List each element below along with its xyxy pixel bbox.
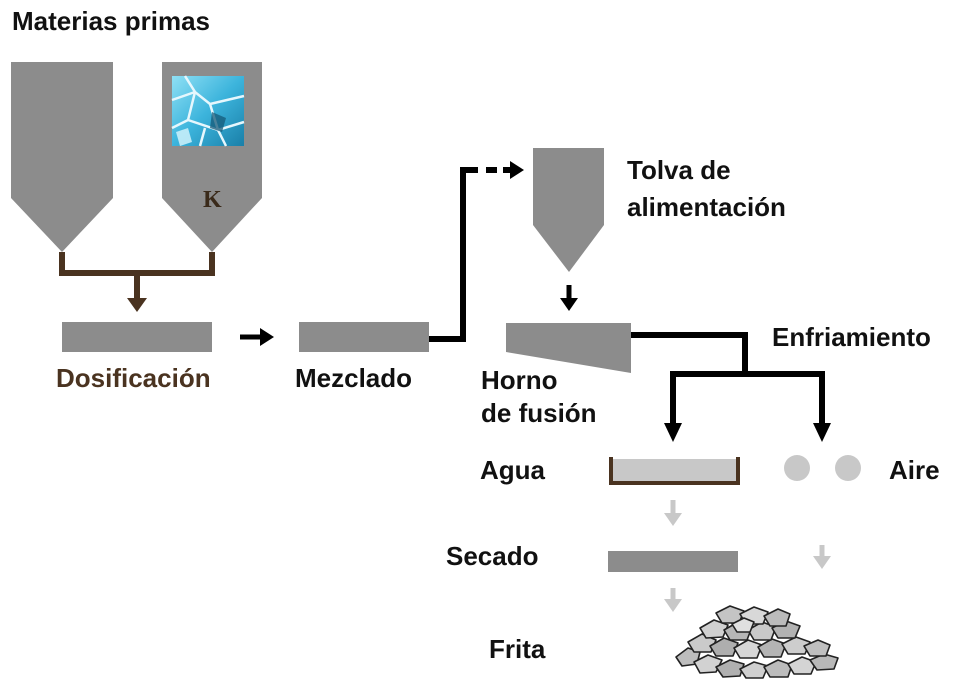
dosing-unit <box>62 322 212 352</box>
silo-left <box>11 62 113 252</box>
feed-hopper <box>533 148 604 272</box>
water-label: Agua <box>480 455 545 485</box>
potassium-marker: K <box>203 187 222 213</box>
silo-collector-line <box>59 252 215 276</box>
frit-pile <box>675 605 839 679</box>
cooling-label: Enfriamiento <box>772 322 931 352</box>
frit-label: Frita <box>489 634 546 664</box>
air-down-arrowhead <box>813 556 831 569</box>
furnace-label-line1: Horno <box>481 365 558 395</box>
cooling-split-line <box>670 371 825 425</box>
silo-to-dosing-arrowhead <box>127 298 147 312</box>
water-basin-outline <box>609 457 740 485</box>
drying-label: Secado <box>446 541 539 571</box>
melting-furnace <box>506 323 631 373</box>
mixing-to-hopper-arrowhead <box>510 161 524 179</box>
furnace-to-cooling-line <box>631 332 748 374</box>
water-to-drying-arrowhead <box>664 513 682 526</box>
water-basin <box>611 459 738 483</box>
raw-materials-label: Materias primas <box>12 6 210 36</box>
cooling-water-arrowhead <box>664 423 682 442</box>
dosing-label: Dosificación <box>56 363 211 393</box>
furnace-label-line2: de fusión <box>481 398 597 428</box>
feed-hopper-label-line1: Tolva de <box>627 155 731 185</box>
hopper-to-furnace-arrowhead <box>560 298 578 311</box>
dosing-to-mixing-arrowhead <box>260 328 274 346</box>
cooling-air-arrowhead <box>813 423 831 442</box>
air-bubble-2 <box>835 455 861 481</box>
air-label: Aire <box>889 455 940 485</box>
mixing-to-hopper-line <box>429 167 478 342</box>
drying-to-frit-arrowhead <box>664 599 682 612</box>
feed-hopper-label-line2: alimentación <box>627 192 786 222</box>
mixing-label: Mezclado <box>295 363 413 393</box>
mixing-unit <box>299 322 429 352</box>
crystal-image <box>171 75 245 147</box>
dryer-unit <box>608 551 738 572</box>
air-bubble-1 <box>784 455 810 481</box>
